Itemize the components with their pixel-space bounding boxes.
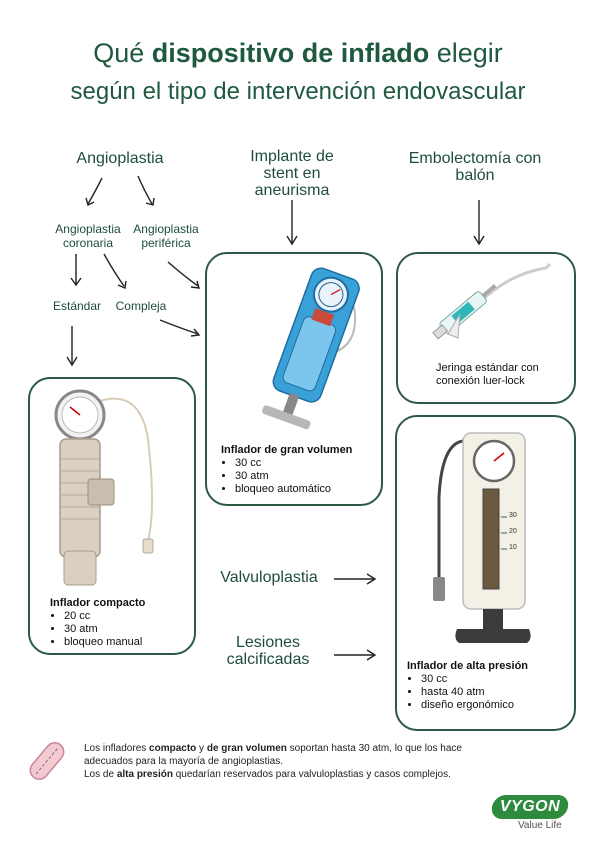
gran-volumen-spec: bloqueo automático [235,483,381,496]
vygon-logo-text: VYGON [499,798,561,815]
compacto-spec: 30 atm [64,623,190,636]
compacto-spec: 20 cc [64,610,190,623]
compacto-spec: bloqueo manual [64,636,190,649]
compacto-device-image [54,389,154,586]
footer-note: Los infladores compacto y de gran volume… [84,742,554,781]
label-lesiones: Lesiones calcificadas [226,634,310,668]
alta-presion-spec: hasta 40 atm [421,686,573,699]
card-gran-volumen: Inflador de gran volumen 30 cc 30 atm bl… [205,252,383,506]
alta-presion-spec: diseño ergonómico [421,699,573,712]
pressure-scale-30: 30 [509,512,517,519]
label-compleja: Compleja [115,299,167,313]
footer-line2: adecuados para la mayoría de angioplasti… [84,756,284,767]
balloon-catheter-icon [29,742,65,780]
pressure-scale-20: 20 [509,528,517,535]
jeringa-device-image [432,262,552,340]
alta-presion-name: Inflador de alta presión [407,660,529,672]
arrow-to-gran-volumen-1 [167,261,199,287]
label-periferica: Angioplastia periférica [133,222,199,250]
label-valvuloplastia: Valvuloplastia [220,569,318,586]
pressure-scale-10: 10 [509,544,517,551]
footer-line1: Los infladores compacto y de gran volume… [84,743,462,754]
jeringa-caption: Jeringa estándar con conexión luer-lock [436,362,539,387]
page-title-line2: según el tipo de intervención endovascul… [70,78,526,105]
card-jeringa: Jeringa estándar con conexión luer-lock [396,252,576,404]
arrow-to-coronaria [87,177,103,205]
label-estandar: Estándar [52,299,102,313]
alta-presion-caption: Inflador de alta presión 30 cc hasta 40 … [407,660,573,712]
gran-volumen-spec: 30 atm [235,470,381,483]
gran-volumen-name: Inflador de gran volumen [221,444,353,456]
footer-line3: Los de alta presión quedarían reservados… [84,769,451,780]
alta-presion-device-image [433,432,531,643]
label-coronaria: Angioplastia coronaria [55,222,121,250]
alta-presion-spec: 30 cc [421,673,573,686]
compacto-caption: Inflador compacto 20 cc 30 atm bloqueo m… [50,597,190,649]
gran-volumen-caption: Inflador de gran volumen 30 cc 30 atm bl… [221,444,381,496]
label-angioplastia: Angioplastia [76,150,164,167]
compacto-name: Inflador compacto [50,597,146,609]
label-embolectomia: Embolectomía con balón [408,150,542,184]
card-compacto: Inflador compacto 20 cc 30 atm bloqueo m… [28,377,196,655]
page-title-line1: Qué dispositivo de inflado elegir [93,38,503,68]
label-stent: Implante de stent en aneurisma [250,148,334,199]
arrow-to-compleja [103,253,125,287]
arrow-to-periferica [137,175,153,205]
arrow-to-gran-volumen-2 [159,319,199,335]
brand-tagline: Value Life [518,820,562,831]
gran-volumen-spec: 30 cc [235,457,381,470]
gran-volumen-device-image [262,267,360,430]
card-alta-presion: 30 20 10 Inflador de alta presión 30 cc … [395,415,576,731]
